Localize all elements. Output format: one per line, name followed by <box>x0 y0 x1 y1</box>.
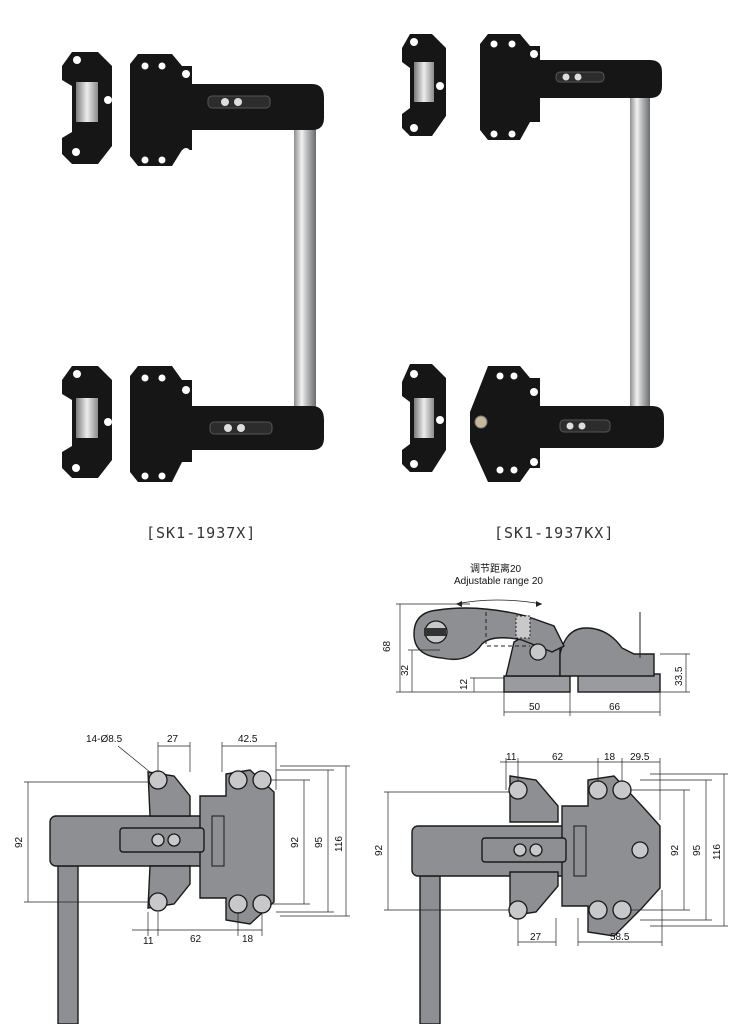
dim-bottom-11: 11 <box>143 936 154 947</box>
dim-right-92: 92 <box>290 836 301 848</box>
handle-base-top <box>130 54 324 166</box>
dim-left-92: 92 <box>374 844 385 856</box>
dim-66: 66 <box>609 702 621 713</box>
dim-top-27: 27 <box>167 734 179 745</box>
dim-bottom-18: 18 <box>242 934 254 945</box>
product-photo-sk1-1937x <box>62 52 324 482</box>
dim-top-29-5: 29.5 <box>630 752 650 763</box>
chrome-handle-bar <box>294 118 316 418</box>
hinge-leaf-top <box>62 52 112 164</box>
adjust-label-cn: 调节距离20 <box>470 562 522 575</box>
dim-68: 68 <box>382 640 393 652</box>
dim-12: 12 <box>459 678 470 690</box>
front-drawing-left: 14-Ø8.5 27 42.5 92 92 95 116 11 <box>14 734 350 1024</box>
dim-bottom-62: 62 <box>190 934 202 945</box>
hinge-leaf-bottom <box>62 366 112 478</box>
dim-32: 32 <box>400 664 411 676</box>
dim-right-92: 92 <box>670 844 681 856</box>
handle-base-bottom <box>130 366 324 482</box>
dim-right-95: 95 <box>314 836 325 848</box>
chrome-handle-bar <box>630 98 650 410</box>
dim-bottom-58-5: 58.5 <box>610 932 630 943</box>
adjust-label-en: Adjustable range 20 <box>454 576 543 587</box>
dim-top-11: 11 <box>506 752 517 763</box>
dim-right-116: 116 <box>334 836 345 852</box>
dim-50: 50 <box>529 702 541 713</box>
dim-bottom-27: 27 <box>530 932 542 943</box>
product-photo-sk1-1937kx <box>402 34 664 482</box>
handle-base-top <box>480 34 662 140</box>
dim-right-95: 95 <box>692 844 703 856</box>
dim-holes: 14-Ø8.5 <box>86 734 123 745</box>
model-caption-sk1-1937kx: [SK1-1937KX] <box>494 524 615 542</box>
hinge-leaf-bottom <box>402 364 446 472</box>
dim-top-62: 62 <box>552 752 564 763</box>
dim-left-92: 92 <box>14 836 25 848</box>
dim-right-116: 116 <box>712 844 723 860</box>
dim-top-18: 18 <box>604 752 616 763</box>
dim-33-5: 33.5 <box>674 666 685 686</box>
front-drawing-right: 11 62 18 29.5 92 92 95 116 27 58.5 <box>374 752 728 1024</box>
hinge-leaf-top <box>402 34 446 136</box>
dim-top-42-5: 42.5 <box>238 734 258 745</box>
model-caption-sk1-1937x: [SK1-1937X] <box>146 524 257 542</box>
handle-base-bottom <box>470 366 664 482</box>
side-view-drawing: 调节距离20 Adjustable range 20 68 32 12 33.5… <box>382 562 690 716</box>
